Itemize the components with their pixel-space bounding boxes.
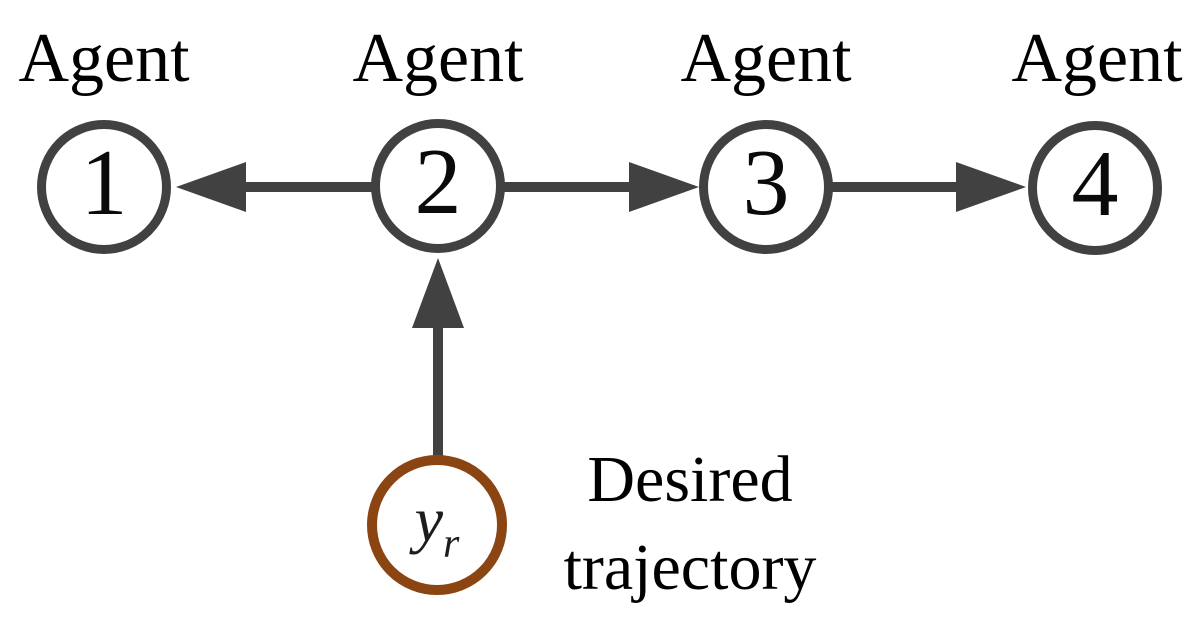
agent-2-node: 2 [371, 119, 505, 253]
reference-symbol-main: y [414, 484, 444, 555]
arrowhead-3-to-4-icon [956, 162, 1026, 212]
reference-symbol: yr [415, 488, 460, 566]
agent-2-label: Agent [352, 20, 524, 97]
arrowhead-ref-to-2-icon [412, 258, 464, 328]
agent-3-node: 3 [699, 120, 833, 254]
agent-4-number: 4 [1071, 132, 1119, 236]
reference-symbol-subscript: r [443, 521, 460, 567]
agent-1-number: 1 [80, 131, 128, 235]
arrow-2-to-1 [246, 182, 374, 192]
desired-trajectory-caption: Desired trajectory [564, 436, 817, 612]
arrowhead-2-to-3-icon [629, 162, 699, 212]
agent-1-label: Agent [18, 20, 190, 97]
agent-1-node: 1 [37, 120, 171, 254]
agent-2-number: 2 [414, 130, 462, 234]
agent-3-number: 3 [742, 131, 790, 235]
arrowhead-2-to-1-icon [176, 162, 246, 212]
agent-3-label: Agent [680, 20, 852, 97]
caption-line-2: trajectory [563, 530, 817, 604]
arrow-3-to-4 [830, 182, 958, 192]
caption-line-1: Desired [587, 443, 793, 516]
arrow-2-to-3 [503, 182, 631, 192]
agent-4-node: 4 [1028, 121, 1162, 255]
agent-4-label: Agent [1011, 20, 1183, 97]
reference-node: yr [367, 455, 507, 595]
arrow-ref-to-2 [433, 328, 443, 456]
